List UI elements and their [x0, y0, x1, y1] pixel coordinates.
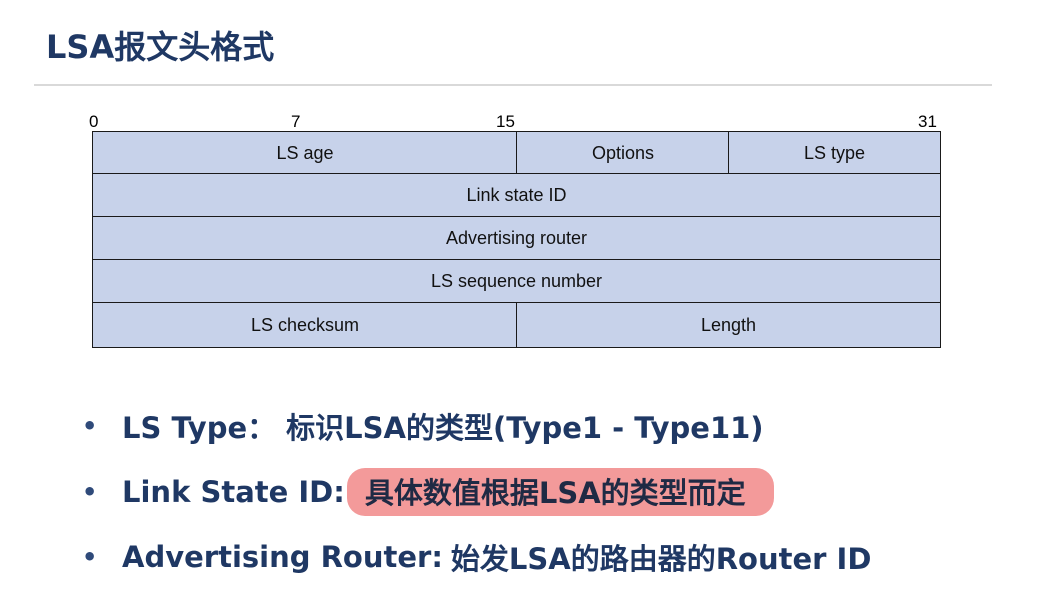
field-length: Length — [516, 302, 941, 348]
bullet-label: LS Type： — [122, 411, 277, 445]
bullet-text: 始发LSA的路由器的Router ID — [450, 542, 872, 576]
bullet-advertising-router: • Advertising Router: 始发LSA的路由器的Router I… — [82, 537, 871, 577]
field-ls-checksum: LS checksum — [92, 302, 518, 348]
page-title: LSA报文头格式 — [46, 28, 275, 66]
field-link-state-id: Link state ID — [92, 173, 941, 218]
bullet-ls-type: • LS Type： 标识LSA的类型(Type1 - Type11) — [82, 406, 764, 446]
field-ls-age: LS age — [92, 131, 518, 175]
bit-label-15: 15 — [496, 112, 515, 131]
field-ls-sequence-number: LS sequence number — [92, 259, 941, 304]
bit-label-7: 7 — [291, 112, 301, 131]
bullet-dot: • — [82, 412, 98, 440]
bullet-label: Advertising Router: — [122, 540, 443, 574]
highlighted-text: 具体数值根据LSA的类型而定 — [346, 468, 774, 516]
title-divider — [34, 84, 992, 86]
bullet-label: Link State ID: — [122, 475, 345, 509]
lsa-header-diagram: LS age Options LS type Link state ID Adv… — [92, 131, 941, 348]
bullet-text: 标识LSA的类型(Type1 - Type11) — [286, 411, 764, 445]
bullet-dot: • — [82, 543, 98, 571]
bullet-link-state-id: • Link State ID: 具体数值根据LSA的类型而定 — [82, 468, 774, 516]
bit-label-31: 31 — [918, 112, 937, 131]
field-advertising-router: Advertising router — [92, 216, 941, 261]
field-options: Options — [516, 131, 730, 175]
field-ls-type: LS type — [728, 131, 941, 175]
bullet-dot: • — [82, 478, 98, 506]
bit-label-0: 0 — [89, 112, 99, 131]
